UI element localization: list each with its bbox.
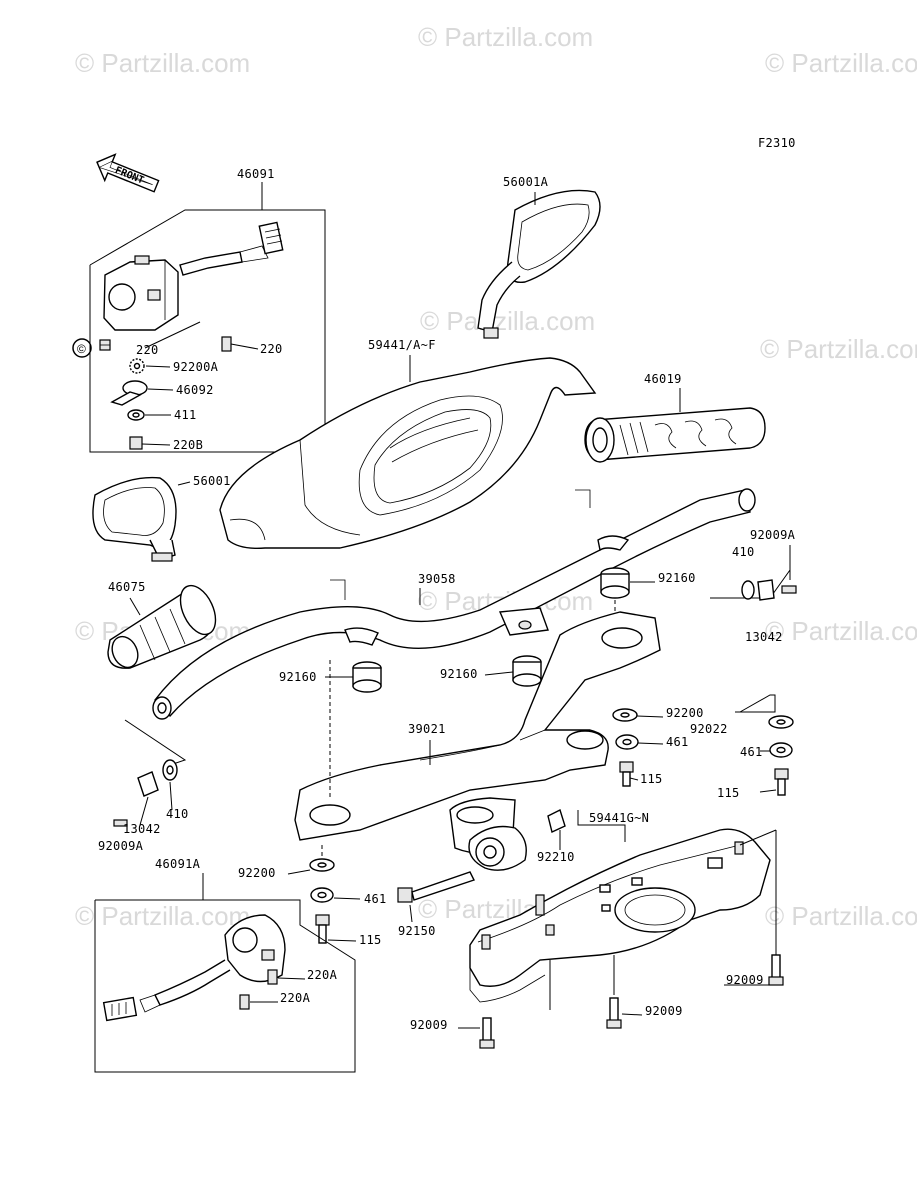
watermark: © Partzilla.com [765,901,917,931]
part-number-label[interactable]: 115 [359,933,382,947]
right-mirror [477,189,601,339]
part-number-label[interactable]: 92200 [666,706,704,720]
screw-icon [239,994,278,1010]
part-number-label[interactable]: 46091 [237,167,275,181]
handlebar [152,488,756,720]
part-number-label[interactable]: 220A [280,991,311,1005]
part-number-label[interactable]: 46019 [644,372,682,386]
right-switch-assembly [94,873,356,1073]
part-number-label[interactable]: 92200A [173,360,219,374]
part-number-label[interactable]: 92150 [398,924,436,938]
part-number-label[interactable]: 92009 [410,1018,448,1032]
left-end-parts [113,719,187,827]
part-number-label[interactable]: 56001 [193,474,231,488]
left-grip [107,584,217,669]
left-lower-hardware [287,845,361,944]
screw-icon [129,436,171,450]
part-number-label[interactable]: 115 [640,772,663,786]
bolt-icon [619,761,634,787]
rubber-damper-icon [600,567,655,625]
part-number-label[interactable]: 410 [166,807,189,821]
left-switch-assembly [89,182,326,453]
screw-icon [267,969,306,985]
watermark: © Partzilla.com [418,22,593,52]
part-number-label[interactable]: 461 [740,745,763,759]
star-washer-icon [129,358,171,374]
bolt-icon [606,997,622,1029]
screw-icon [99,339,111,351]
part-number-label[interactable]: 46075 [108,580,146,594]
part-number-label[interactable]: 92009 [645,1004,683,1018]
watermark: © Partzilla.com [420,306,595,336]
part-labels: 46091 56001A 220 220 92200A 46092 411 220B 59441… [98,167,796,1032]
bolt-icon [397,871,475,903]
part-number-label[interactable]: 13042 [123,822,161,836]
part-number-label[interactable]: 115 [717,786,740,800]
part-number-label[interactable]: 220 [260,342,283,356]
right-end-parts [710,545,797,601]
bolt-icon [774,768,789,796]
center-mount [397,797,566,923]
part-number-label[interactable]: 92009 [726,973,764,987]
upper-handle-cover [219,355,597,550]
part-number-label[interactable]: 461 [364,892,387,906]
right-hardware [612,694,794,796]
part-number-label[interactable]: 92160 [279,670,317,684]
watermark: © Partzilla.com [75,901,250,931]
watermark: © Partzilla.com [75,48,250,78]
part-number-label[interactable]: 92160 [658,571,696,585]
watermark-layer: © Partzilla.com © Partzilla.com © Partzi… [75,22,917,931]
watermark: © Partzilla.com [765,616,917,646]
part-number-label[interactable]: 39021 [408,722,446,736]
svg-text:©: © [77,342,86,356]
part-number-label[interactable]: 13042 [745,630,783,644]
watermark: © Partzilla.com [765,48,917,78]
bolt-icon [768,954,784,986]
part-number-label[interactable]: 461 [666,735,689,749]
part-number-label[interactable]: 410 [732,545,755,559]
part-number-label[interactable]: 92160 [440,667,478,681]
part-number-label[interactable]: 46092 [176,383,214,397]
watermark: © Partzilla.com [760,334,917,364]
part-number-label[interactable]: 59441G~N [589,811,649,825]
part-number-label[interactable]: 220 [136,343,159,357]
partzilla-logo-icon: © [72,338,92,358]
lower-handle-cover [469,810,777,1010]
bolt-icon [315,914,330,944]
handlebar-bracket [294,611,661,841]
front-arrow-icon: FRONT [96,153,160,193]
part-number-label[interactable]: 46091A [155,857,201,871]
part-number-label[interactable]: 92022 [690,722,728,736]
left-mirror [92,476,191,562]
part-number-label[interactable]: 92009A [750,528,796,542]
throttle-cable-part-icon [110,380,174,406]
screw-icon [221,336,259,352]
washer-icon [127,409,171,421]
part-number-label[interactable]: 56001A [503,175,549,189]
part-number-label[interactable]: 92200 [238,866,276,880]
part-number-label[interactable]: 39058 [418,572,456,586]
figure-code: F2310 [758,136,796,150]
part-number-label[interactable]: 411 [174,408,197,422]
right-grip [584,388,766,463]
bolt-icon [479,1017,495,1049]
part-number-label[interactable]: 220B [173,438,203,452]
part-number-label[interactable]: 59441/A~F [368,338,436,352]
part-number-label[interactable]: 92210 [537,850,575,864]
part-number-label[interactable]: 220A [307,968,338,982]
part-number-label[interactable]: 92009A [98,839,144,853]
